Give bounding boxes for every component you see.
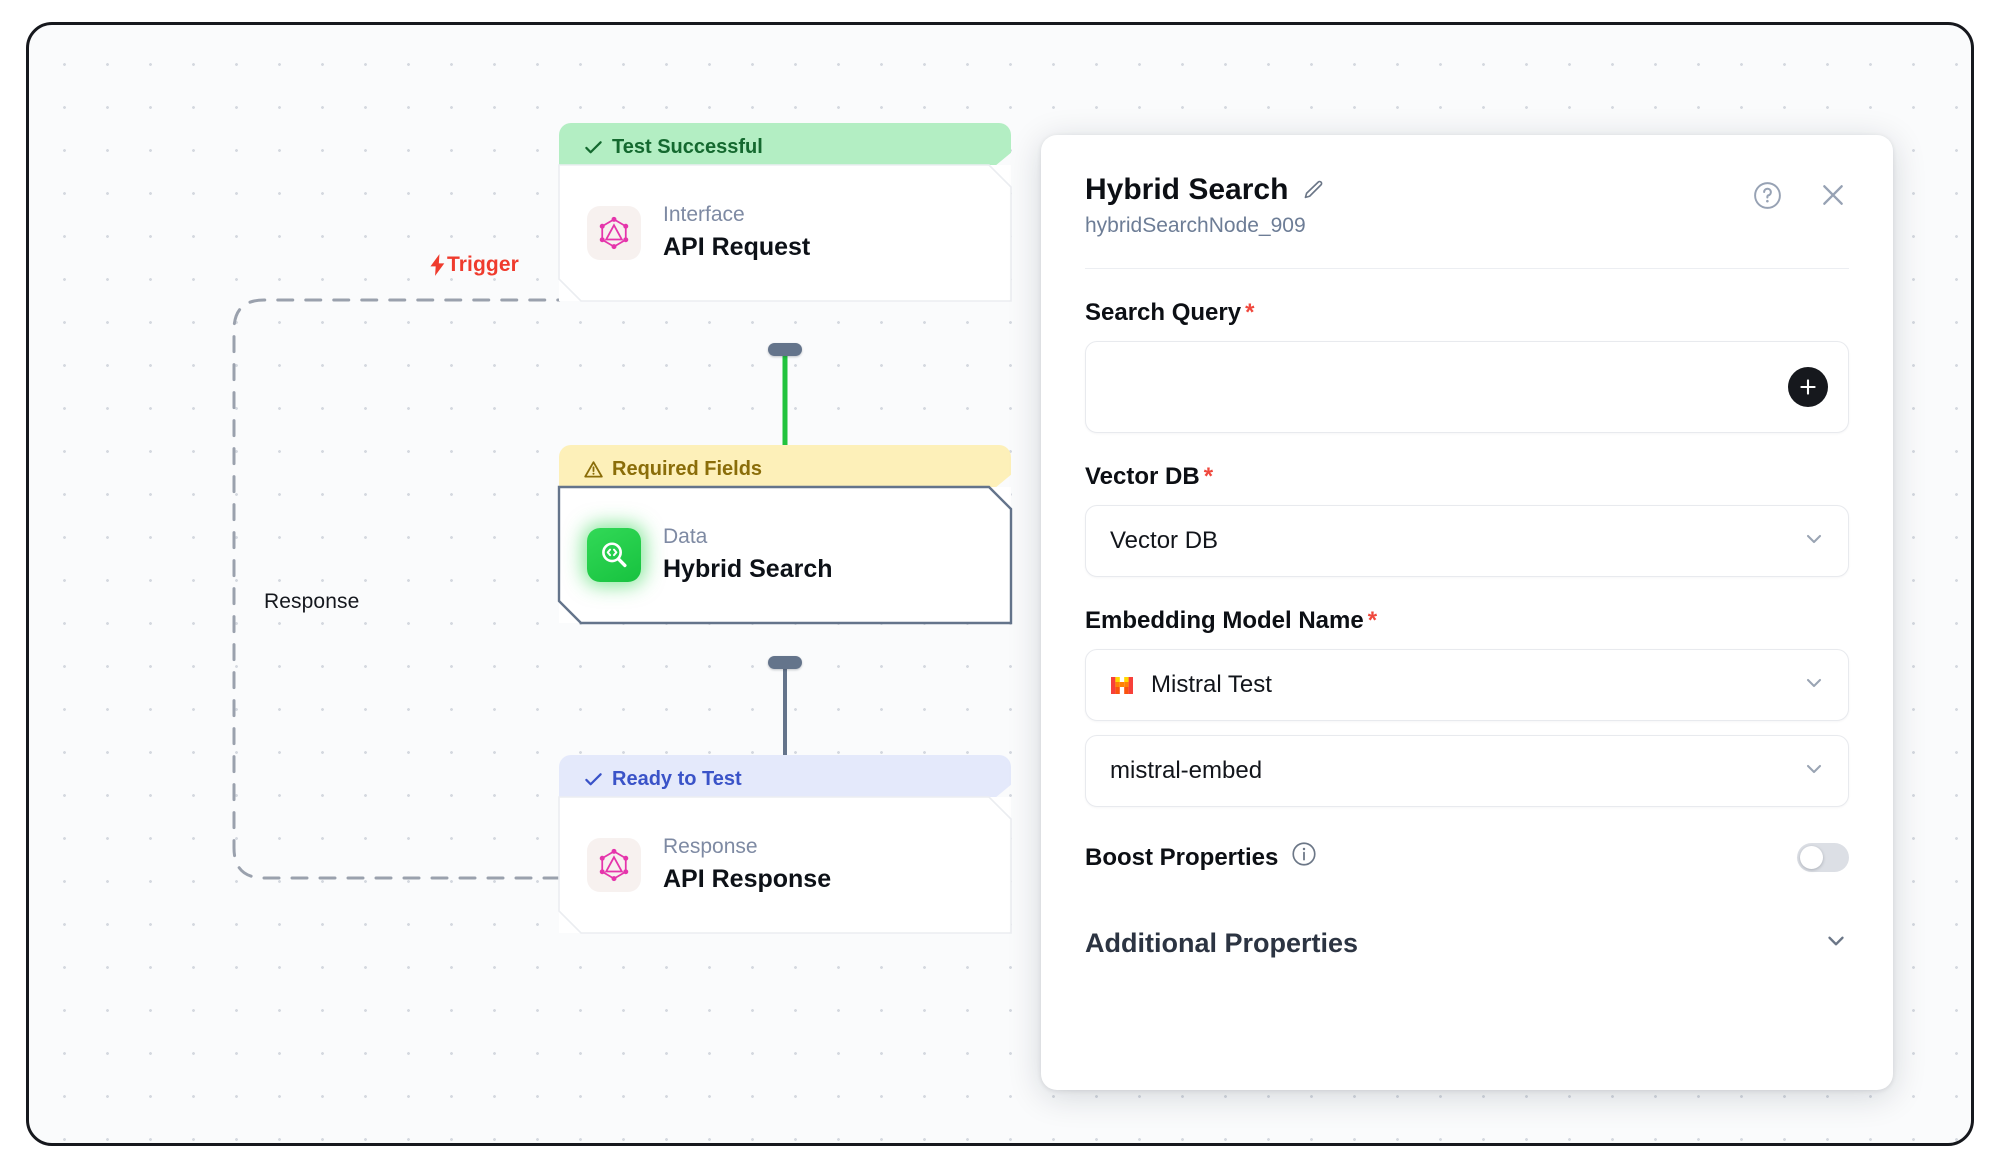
edge-label-trigger-text: Trigger [447,253,519,276]
check-icon [584,770,603,789]
node-status-text: Required Fields [612,457,763,480]
node-outline [559,165,1011,301]
page-title: Hybrid Search [1085,173,1289,206]
node-body[interactable]: Interface API Request [559,165,1011,301]
plus-icon[interactable] [1788,367,1828,407]
node-handle-source-2[interactable] [768,656,802,669]
node-properties-panel[interactable]: Hybrid Search hybridSearchNode_909 [1041,135,1893,1090]
node-api-request[interactable]: Test Successful [559,123,1011,301]
boost-properties-label: Boost Properties [1085,841,1317,874]
vector-db-select[interactable]: Vector DB [1085,505,1849,577]
node-outline [559,487,1011,623]
chevron-down-icon[interactable] [1802,757,1826,786]
node-outline [559,797,1011,933]
chevron-down-icon[interactable] [1823,928,1849,959]
chevron-down-icon[interactable] [1802,671,1826,700]
hybrid-search-icon [587,528,641,582]
chevron-down-icon[interactable] [1802,527,1826,556]
accordion-title: Additional Properties [1085,928,1359,958]
field-boost-properties: Boost Properties [1085,841,1849,874]
field-label-text: Search Query [1085,299,1242,326]
edge-label-trigger: Trigger [429,253,519,277]
node-handle-source-1[interactable] [768,343,802,356]
field-label: Search Query * [1085,299,1849,327]
workflow-canvas[interactable]: Trigger Response Test Successful [26,22,1974,1146]
node-status-banner: Ready to Test [559,755,1011,803]
panel-body: Search Query * Vector DB [1041,299,1893,959]
field-label: Embedding Model Name * [1085,607,1849,635]
mistral-icon [1110,673,1135,698]
edge-label-response: Response [264,590,359,614]
panel-divider [1085,268,1849,269]
field-label-text: Boost Properties [1085,843,1279,871]
lightning-bolt-icon [429,254,446,276]
additional-properties-accordion[interactable]: Additional Properties [1085,928,1849,959]
field-vector-db: Vector DB * Vector DB [1085,463,1849,577]
warning-triangle-icon [584,460,603,479]
node-status-text: Test Successful [612,135,763,158]
required-asterisk: * [1203,463,1214,490]
node-kind: Response [663,834,758,858]
field-search-query: Search Query * [1085,299,1849,433]
info-icon[interactable] [1291,841,1317,874]
boost-properties-toggle[interactable] [1797,843,1849,872]
node-title: API Response [663,864,832,893]
required-asterisk: * [1367,607,1378,634]
node-status-banner: Test Successful [559,123,1011,171]
node-kind: Data [663,524,708,548]
graphql-icon [587,206,641,260]
edge-label-response-text: Response [264,590,360,613]
field-embedding-model-name: Embedding Model Name * [1085,607,1849,807]
node-kind: Interface [663,202,745,226]
node-status-text: Ready to Test [612,767,742,790]
node-body[interactable]: Response API Response [559,797,1011,933]
panel-header: Hybrid Search hybridSearchNode_909 [1041,135,1893,238]
embedding-model-select[interactable]: mistral-embed [1085,735,1849,807]
embedding-provider-value: Mistral Test [1151,671,1272,698]
vector-db-value: Vector DB [1110,527,1219,554]
pencil-icon[interactable] [1302,179,1325,202]
graphql-icon [587,838,641,892]
node-api-response[interactable]: Ready to Test [559,755,1011,933]
required-asterisk: * [1245,299,1255,326]
embedding-provider-select[interactable]: Mistral Test [1085,649,1849,721]
field-label: Vector DB * [1085,463,1849,491]
node-title: Hybrid Search [663,554,833,583]
field-label-text: Vector DB [1085,463,1200,490]
embedding-model-value: mistral-embed [1110,757,1263,784]
panel-title-row: Hybrid Search [1085,173,1325,207]
node-title: API Request [663,232,811,261]
toggle-knob [1800,846,1823,869]
check-icon [584,138,603,157]
panel-subtitle: hybridSearchNode_909 [1085,214,1306,237]
field-label-text: Embedding Model Name [1085,607,1364,634]
node-hybrid-search[interactable]: Required Fields D [559,445,1011,623]
node-body[interactable]: Data Hybrid Search [559,487,1011,623]
question-circle-icon[interactable] [1752,180,1783,211]
node-status-banner: Required Fields [559,445,1011,493]
search-query-input[interactable] [1085,341,1849,433]
close-icon[interactable] [1817,179,1849,211]
